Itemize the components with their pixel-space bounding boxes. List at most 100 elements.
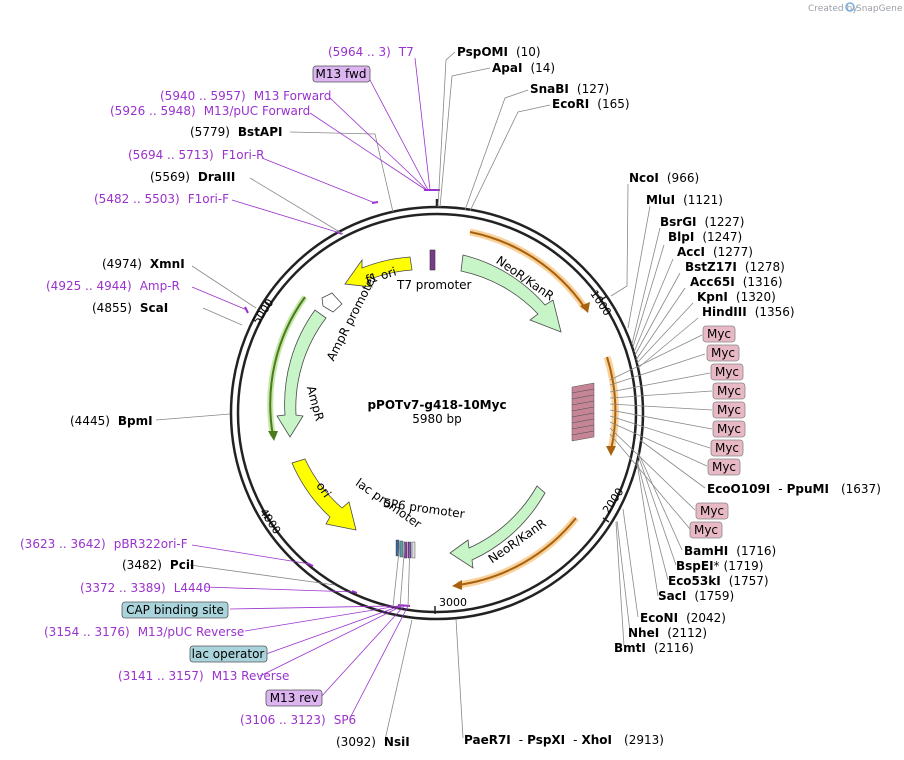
svg-text:(3482)PciI: (3482)PciI	[122, 558, 194, 572]
orf-arc-3	[457, 517, 577, 586]
enzyme-pos: (165)	[597, 97, 629, 111]
enzyme-name: ScaI	[140, 301, 168, 315]
primer-leaders	[191, 57, 431, 719]
svg-text:BspEI*(1719): BspEI* (1719)	[676, 559, 763, 573]
enzyme-pos: (1759)	[694, 589, 734, 603]
svg-text:HindIII(1356): HindIII(1356)	[702, 305, 795, 319]
myc-label: Myc	[712, 460, 736, 474]
sp6-promoter-label: SP6 promoter	[382, 496, 465, 521]
svg-text:(3092)NsiI: (3092)NsiI	[336, 735, 410, 749]
svg-text:NcoI(966): NcoI(966)	[629, 171, 699, 185]
svg-text:(3141 .. 3157)M13 Reverse: (3141 .. 3157)M13 Reverse	[118, 669, 289, 683]
svg-text:PaeR7I-PspXI-XhoI(2913): PaeR7I-PspXI-XhoI(2913)	[464, 733, 664, 747]
primer-name: F1ori-F	[188, 192, 229, 206]
svg-text:(4925 .. 4944)Amp-R: (4925 .. 4944) Amp-R	[46, 279, 180, 293]
primer-name: SP6	[334, 713, 357, 727]
m13fwd-box	[312, 65, 371, 83]
svg-text:(5482 .. 5503)F1ori-F: (5482 .. 5503)F1ori-F	[94, 192, 229, 206]
enzyme-name: BmtI	[614, 641, 646, 655]
ori-feature	[291, 458, 357, 531]
enzyme-name: BspEI	[676, 559, 714, 573]
enzyme-pos: (1247)	[702, 230, 742, 244]
m13rev-label: M13 rev	[270, 691, 319, 705]
primer-name: M13/pUC Reverse	[138, 625, 245, 639]
svg-text:EcoRI(165): EcoRI (165)	[552, 97, 630, 111]
enzyme-name: NheI	[628, 626, 659, 640]
enzyme-name: PciI	[170, 558, 195, 572]
enzyme-name: EcoRI	[552, 97, 589, 111]
enzyme-pos: (1719)	[724, 559, 764, 573]
svg-text:ApaI(14): ApaI(14)	[492, 61, 555, 75]
cap-box	[121, 601, 229, 619]
enzyme-star: *	[714, 559, 720, 573]
primer-range: (5940 .. 5957)	[160, 89, 246, 103]
myc-label: Myc	[715, 441, 739, 455]
enzyme-name: Eco53kI	[668, 574, 721, 588]
enzyme-pos: (127)	[577, 82, 609, 96]
enzyme-pos: (4445)	[70, 414, 110, 428]
svg-text:(5569)DraIII: (5569)DraIII	[150, 170, 235, 184]
enzyme-pos: (1278)	[745, 260, 785, 274]
ampr-label: AmpR	[304, 384, 327, 422]
enzyme-pos: (4974)	[102, 257, 142, 271]
neokan-feature-1	[460, 254, 562, 333]
svg-text:MluI(1121): MluI(1121)	[646, 193, 723, 207]
enzyme-name: KpnI	[697, 290, 728, 304]
enzyme-name: BlpI	[668, 230, 694, 244]
plasmid-size: 5980 bp	[412, 412, 462, 426]
enzyme-name: EcoO109I	[707, 482, 770, 496]
enzyme-name: PspOMI	[457, 45, 508, 59]
primer-range: (4925 .. 4944)	[46, 279, 132, 293]
enzyme-name3: XhoI	[582, 733, 613, 747]
svg-text:(5926 .. 5948)M13/pUC Forward: (5926 .. 5948)M13/pUC Forward	[110, 104, 310, 118]
enzyme-pos: (1320)	[736, 290, 776, 304]
tick-2000-mark	[602, 517, 610, 523]
svg-text:SnaBI(127): SnaBI(127)	[530, 82, 609, 96]
svg-text:(3154 .. 3176)M13/pUC Reverse: (3154 .. 3176)M13/pUC Reverse	[44, 625, 244, 639]
lacop-box	[189, 645, 268, 663]
enzyme-name: BstAPI	[238, 125, 283, 139]
svg-text:NheI(2112): NheI(2112)	[628, 626, 707, 640]
enzyme-name: MluI	[646, 193, 675, 207]
svg-text:(3623 .. 3642)pBR322ori-F: (3623 .. 3642)pBR322ori-F	[20, 537, 188, 551]
enzyme-pos: (2116)	[654, 641, 694, 655]
left-enzyme-labels: (5779)BstAPI (5569)DraIII (4974)XmnI (48…	[70, 125, 410, 749]
svg-text:BstZ17I(1278): BstZ17I (1278)	[685, 260, 785, 274]
myc-label: Myc	[717, 422, 741, 436]
svg-text:BmtI(2116): BmtI (2116)	[614, 641, 694, 655]
myc-label: Myc	[711, 346, 735, 360]
lacop-label: lac operator	[192, 647, 265, 661]
credit-prefix: Created by	[808, 4, 858, 14]
cap-label: CAP binding site	[126, 603, 224, 617]
m13fwd-label: M13 fwd	[316, 67, 367, 81]
enzyme-pos: (4855)	[92, 301, 132, 315]
ampr-feature	[276, 309, 327, 438]
myc-label: Myc	[707, 327, 731, 341]
primer-range: (3623 .. 3642)	[20, 537, 106, 551]
primer-labels: (5964 .. 3)T7 (5940 .. 5957)M13 Forward …	[20, 45, 414, 727]
orf-arc-2	[606, 356, 617, 451]
svg-text:Acc65I(1316): Acc65I(1316)	[690, 275, 783, 289]
tick-5000-mark	[263, 300, 271, 306]
neokan-feature-2	[449, 485, 546, 569]
enzyme-name: Acc65I	[690, 275, 735, 289]
enzyme-pos: (2042)	[686, 611, 726, 625]
myc-boxes: Myc Myc Myc Myc Myc Myc Myc Myc Myc Myc	[689, 325, 746, 539]
enzyme-name: BstZ17I	[685, 260, 737, 274]
enzyme-pos: (1637)	[841, 482, 881, 496]
primer-name: Amp-R	[140, 279, 180, 293]
enzyme-pos: (5569)	[150, 170, 190, 184]
enzyme-name: SacI	[658, 589, 686, 603]
enzyme-name2: PspXI	[527, 733, 565, 747]
myc-label: Myc	[717, 403, 741, 417]
myc-label: Myc	[694, 523, 718, 537]
enzyme-sep: -	[778, 482, 782, 496]
enzyme-name2: PpuMI	[787, 482, 829, 496]
orf-arrow-3	[452, 580, 462, 590]
tick-1000-mark	[600, 295, 608, 301]
svg-text:(3372 .. 3389)L4440: (3372 .. 3389)L4440	[80, 581, 211, 595]
primer-name: L4440	[174, 581, 211, 595]
myc-label: Myc	[715, 365, 739, 379]
enzyme-name: HindIII	[702, 305, 747, 319]
